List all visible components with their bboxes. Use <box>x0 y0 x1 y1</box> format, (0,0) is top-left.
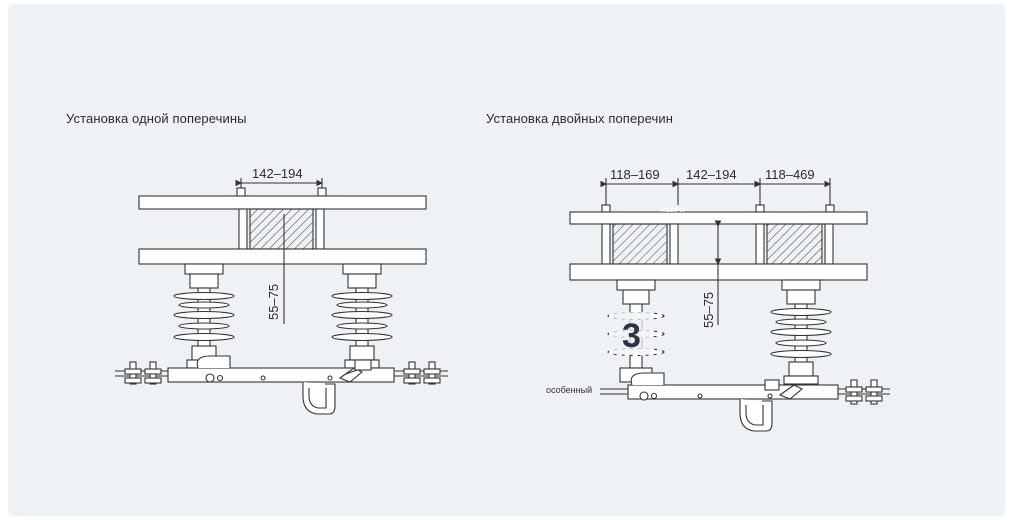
right-dimension-1-label: 118–169 <box>610 167 660 182</box>
right-dimension-3-label: 118–469 <box>765 167 815 182</box>
caption-single-crossarm: Установка одной поперечины <box>66 111 247 126</box>
right-vertical-dimension-label: 55–75 <box>701 292 716 328</box>
pole-section-right <box>766 223 823 265</box>
top-dimension-chain <box>600 178 832 205</box>
watermark-text: Made in <box>660 207 685 214</box>
left-top-dimension-label: 142–194 <box>252 166 303 181</box>
right-dimension-2-label: 142–194 <box>686 167 737 182</box>
insulator-right-diagram-right <box>770 279 832 385</box>
pole-section-left <box>612 223 668 265</box>
pole-section <box>249 208 314 250</box>
overlay-box <box>612 312 650 354</box>
overlay-label: особенный <box>546 385 592 395</box>
bottom-crossarm <box>138 248 427 265</box>
double-crossarm-diagram <box>569 178 890 432</box>
switch-blade-left <box>115 355 448 415</box>
caption-double-crossarm: Установка двойных поперечин <box>486 111 674 126</box>
overlay-number: 3 <box>622 317 641 355</box>
top-dimension <box>235 178 324 198</box>
single-crossarm-diagram <box>115 178 448 415</box>
top-crossarm <box>138 195 427 210</box>
top-crossarm-right <box>569 211 868 225</box>
switch-blade-right <box>600 372 890 432</box>
insulator-left <box>173 263 235 369</box>
insulator-right <box>331 263 393 369</box>
left-vertical-dimension-label: 55–75 <box>266 284 281 320</box>
